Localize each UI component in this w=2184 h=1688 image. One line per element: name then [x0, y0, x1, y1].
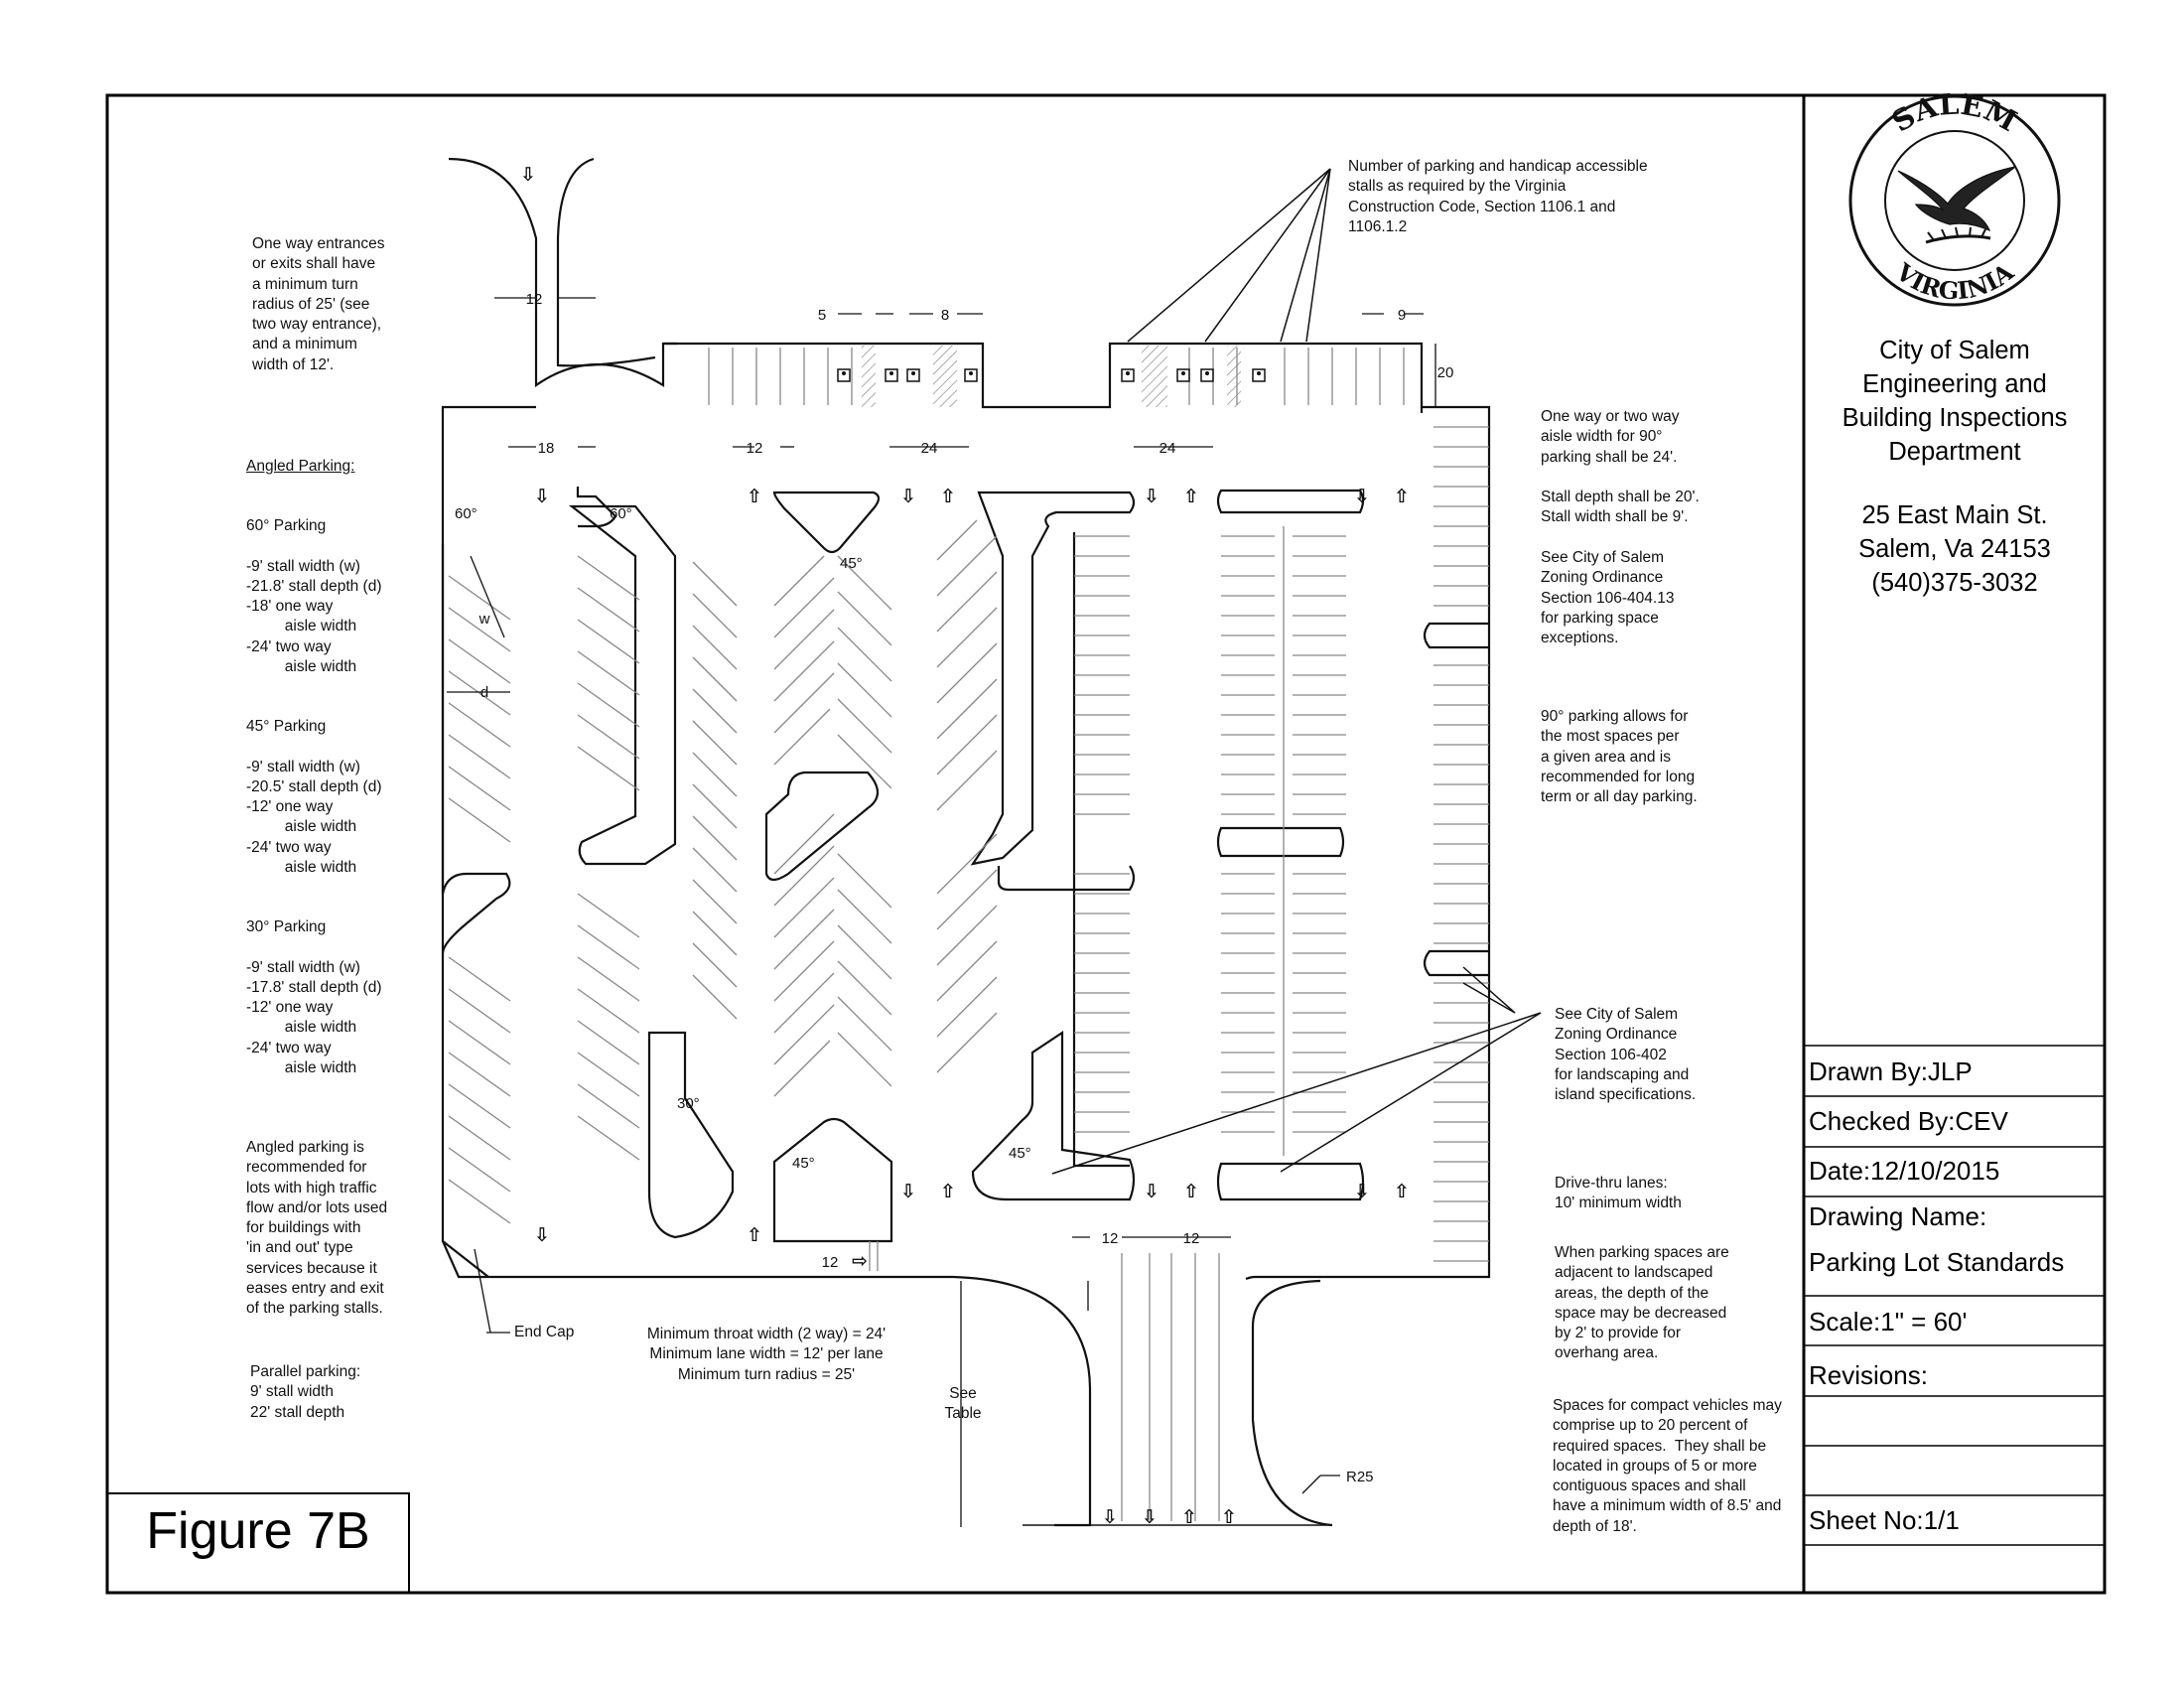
svg-text:⇧: ⇧ [1183, 486, 1199, 507]
svg-text:⇩: ⇩ [1102, 1506, 1118, 1528]
angle-45-top: 45° [840, 555, 863, 572]
bottom-lanes [869, 1241, 1220, 1521]
svg-text:⇩: ⇩ [900, 486, 916, 507]
department-address: 25 East Main St. Salem, Va 24153 (540)37… [1858, 501, 2051, 597]
island-60-left [441, 544, 511, 954]
note-throat: Minimum throat width (2 way) = 24' Minim… [646, 1326, 887, 1383]
dim-aisle-24b: 24 [1160, 440, 1176, 457]
checked-by: Checked By:CEV [1809, 1106, 2008, 1136]
scale: Scale:1" = 60' [1809, 1307, 1968, 1336]
stalls-60-left [448, 555, 640, 1224]
flow-arrows: ⇩ ⇩ ⇧ ⇩ ⇧ ⇩ ⇧ ⇩ ⇧ ⇩ ⇧ ⇩ ⇧ ⇩ ⇧ ⇩ ⇧ ⇩ ⇩ ⇧ … [520, 164, 1410, 1528]
dim-aisle-18: 18 [538, 440, 555, 457]
note-angled-recommended: Angled parking is recommended for lots w… [246, 1139, 388, 1318]
svg-text:⇧: ⇧ [1394, 486, 1410, 507]
svg-text:VIRGINIA: VIRGINIA [1890, 257, 2019, 306]
note-landscaping: See City of Salem Zoning Ordinance Secti… [1555, 1006, 1697, 1104]
salem-seal-logo: SALEM VIRGINIA [1848, 87, 2061, 307]
bird-icon [1897, 166, 2016, 244]
note-one-way-entrance: One way entrances or exits shall have a … [252, 235, 385, 373]
svg-text:⇧: ⇧ [1394, 1181, 1410, 1202]
figure-label-box [106, 1492, 410, 1594]
angle-60-left: 60° [455, 505, 478, 522]
dim-radius: R25 [1346, 1469, 1374, 1485]
svg-text:⇩: ⇩ [1142, 1506, 1158, 1528]
svg-text:⇩: ⇩ [1144, 1181, 1160, 1202]
dimension-labels: 12 18 12 24 24 5 8 9 20 12 12 12 R25 w d [478, 291, 1454, 1485]
svg-text:⇧: ⇧ [747, 486, 762, 507]
svg-text:⇨: ⇨ [852, 1250, 868, 1272]
drawing-name: Parking Lot Standards [1809, 1247, 2065, 1277]
note-90-parking: 90° parking allows for the most spaces p… [1541, 708, 1698, 806]
note-parallel-parking: Parallel parking: 9' stall width 22' sta… [250, 1363, 361, 1421]
dim-aisle-24a: 24 [921, 440, 938, 457]
sheet-no: Sheet No:1/1 [1809, 1505, 1960, 1535]
angle-30: 30° [677, 1095, 700, 1112]
dimension-lines [447, 297, 1436, 1527]
dim-lane-12a: 12 [1102, 1230, 1119, 1247]
handicap-icon [842, 371, 1261, 375]
svg-text:⇩: ⇩ [534, 486, 550, 507]
note-see-table: See Table [944, 1385, 982, 1423]
note-landscaped-areas: When parking spaces are adjacent to land… [1555, 1244, 1729, 1362]
date: Date:12/10/2015 [1809, 1156, 2000, 1186]
stalls-90 [1074, 426, 1489, 1262]
svg-text:⇧: ⇧ [1183, 1181, 1199, 1202]
drawing-name-label: Drawing Name: [1809, 1201, 1987, 1231]
dim-drive-12: 12 [822, 1254, 839, 1271]
note-angled-heading: Angled Parking: [246, 458, 355, 475]
note-drive-thru: Drive-thru lanes: 10' minimum width [1555, 1175, 1682, 1212]
note-45-parking: 45° Parking -9' stall width (w) -20.5' s… [246, 718, 382, 877]
note-handicap-code: Number of parking and handicap accessibl… [1348, 158, 1648, 235]
note-30-parking: 30° Parking -9' stall width (w) -17.8' s… [246, 918, 382, 1077]
svg-text:⇩: ⇩ [534, 1224, 550, 1246]
figure-label: Figure 7B [146, 1502, 370, 1560]
angle-labels: 60° 60° 45° 30° 45° 45° [455, 505, 1031, 1172]
note-compact: Spaces for compact vehicles may comprise… [1553, 1397, 1782, 1535]
angle-60-right: 60° [610, 505, 632, 522]
dim-aisle-12: 12 [747, 440, 763, 457]
svg-text:⇧: ⇧ [940, 1181, 956, 1202]
parking-lot-outline [441, 157, 1491, 1527]
dim-lane-12b: 12 [1183, 1230, 1200, 1247]
svg-text:⇩: ⇩ [1144, 486, 1160, 507]
note-end-cap: End Cap [514, 1324, 575, 1340]
svg-text:⇩: ⇩ [900, 1181, 916, 1202]
angle-45-right: 45° [1009, 1145, 1031, 1162]
svg-text:⇧: ⇧ [747, 1224, 762, 1246]
svg-text:⇩: ⇩ [520, 164, 536, 186]
revisions-label: Revisions: [1809, 1360, 1928, 1390]
accessible-aisles [862, 346, 1241, 407]
dim-entrance-width: 12 [526, 291, 543, 308]
svg-text:⇩: ⇩ [1354, 1181, 1370, 1202]
dim-stall-5: 5 [818, 307, 826, 324]
angle-45-bottom: 45° [792, 1155, 815, 1172]
note-aisle-90: One way or two way aisle width for 90° p… [1541, 408, 1700, 647]
sheet-border [105, 93, 2107, 1595]
dim-depth-20: 20 [1437, 364, 1454, 381]
dim-stall-width: w [478, 611, 490, 628]
note-60-parking: 60° Parking -9' stall width (w) -21.8' s… [246, 517, 382, 676]
svg-text:⇩: ⇩ [1354, 486, 1370, 507]
svg-text:⇧: ⇧ [1181, 1506, 1197, 1528]
title-block-grid [1804, 1045, 2105, 1546]
stalls-angled-center [692, 519, 998, 1097]
drawn-by: Drawn By:JLP [1809, 1056, 1973, 1086]
department-name: City of Salem Engineering and Building I… [1842, 337, 2068, 466]
svg-text:⇧: ⇧ [940, 486, 956, 507]
leader-lines [1051, 168, 1542, 1175]
svg-text:⇧: ⇧ [1221, 1506, 1237, 1528]
top-stalls [708, 348, 1405, 405]
dim-stall-9: 9 [1398, 307, 1406, 324]
dim-stall-8: 8 [941, 307, 949, 324]
dim-stall-depth: d [480, 684, 488, 701]
handicap-symbols [837, 368, 1266, 382]
